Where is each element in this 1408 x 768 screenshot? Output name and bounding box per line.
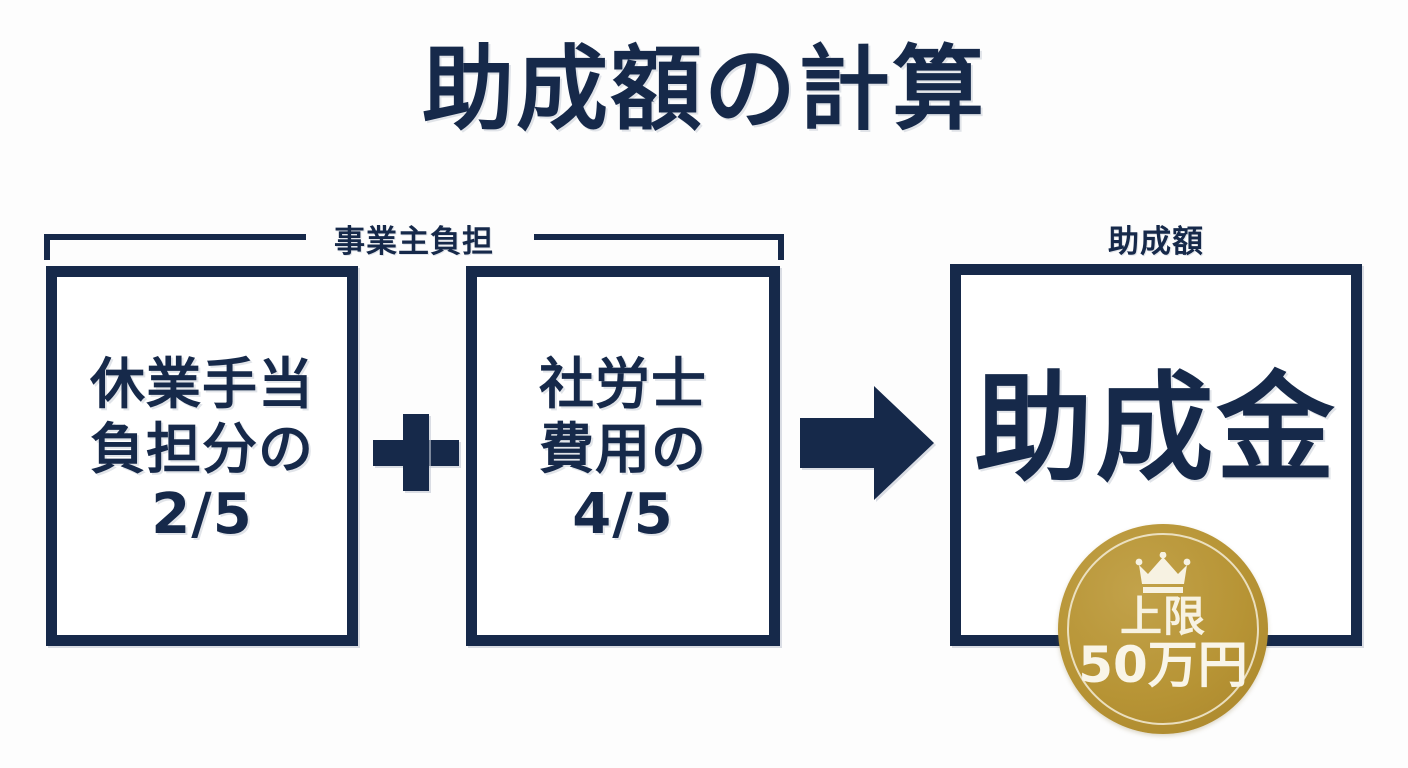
leave-allowance-text: 休業手当 負担分の 2/5 bbox=[57, 352, 347, 548]
plus-icon bbox=[373, 414, 459, 491]
employer-burden-label: 事業主負担 bbox=[334, 224, 494, 260]
badge-cap-amount: 50万円 bbox=[1078, 636, 1248, 694]
labor-consultant-fee-box: 社労士 費用の 4/5 bbox=[466, 266, 780, 646]
cap-amount-badge: 上限 50万円 bbox=[1058, 524, 1268, 734]
bracket-left-tick bbox=[44, 234, 50, 260]
subsidy-amount-label: 助成額 bbox=[1108, 224, 1204, 260]
leave-allowance-line-1: 休業手当 bbox=[89, 352, 314, 417]
bracket-right-tick bbox=[778, 234, 784, 260]
plus-vertical-bar bbox=[403, 414, 429, 491]
labor-consultant-fee-text: 社労士 費用の 4/5 bbox=[477, 352, 769, 548]
badge-cap-label: 上限 bbox=[1119, 592, 1206, 641]
labor-consultant-line-2: 費用の bbox=[538, 416, 707, 481]
leave-allowance-line-2: 負担分の bbox=[89, 416, 314, 481]
page-title: 助成額の計算 bbox=[421, 36, 986, 143]
right-arrow-icon bbox=[800, 386, 934, 500]
leave-allowance-box: 休業手当 負担分の 2/5 bbox=[46, 266, 358, 646]
bracket-right-arm bbox=[534, 234, 784, 240]
bracket-left-arm bbox=[44, 234, 306, 240]
labor-consultant-line-1: 社労士 bbox=[538, 352, 707, 417]
employer-burden-bracket bbox=[44, 234, 784, 260]
badge-inner-ring bbox=[1067, 533, 1259, 725]
subsidy-result-text: 助成金 bbox=[974, 359, 1338, 498]
labor-consultant-fraction: 4/5 bbox=[572, 481, 674, 547]
leave-allowance-fraction: 2/5 bbox=[151, 481, 253, 547]
crown-icon bbox=[1135, 552, 1191, 593]
